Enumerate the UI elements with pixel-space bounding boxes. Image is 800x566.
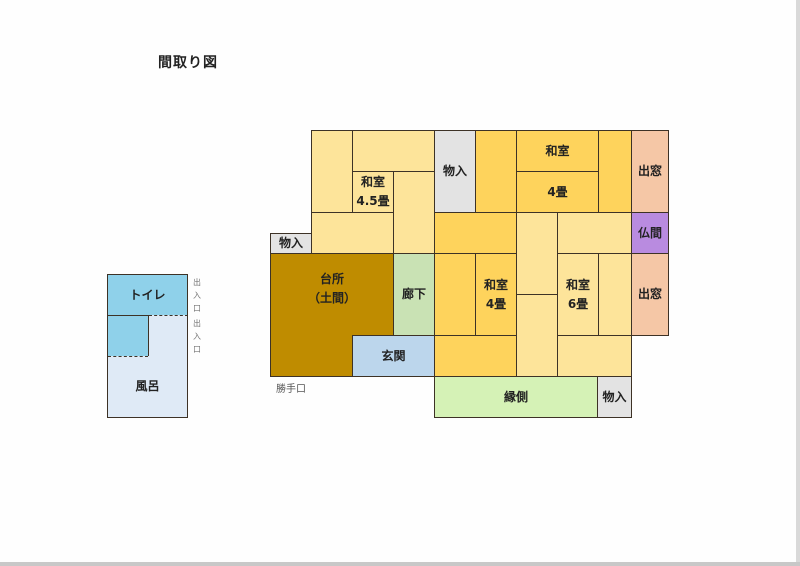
tatami-mat [311, 212, 394, 254]
room-washitsu-4-top-size: 4畳 [516, 171, 599, 213]
door-line [108, 356, 148, 357]
room-butsuma: 仏間 [631, 212, 669, 254]
room-closet-left: 物入 [270, 233, 312, 254]
page-title: 間取り図 [158, 55, 218, 71]
room-washitsu-6: 和室 6畳 [557, 253, 599, 336]
room-bay-window-top: 出窓 [631, 130, 669, 213]
label-back-door: 勝手口 [276, 384, 306, 395]
page-edge [0, 562, 800, 566]
room-closet-bottom: 物入 [597, 376, 632, 418]
room-washitsu-4-mid: 和室 4畳 [475, 253, 517, 336]
annex-toilet-space [107, 315, 149, 357]
label-entrance-1: 出 入 口 [193, 278, 201, 313]
tatami-mat [393, 171, 435, 254]
room-bath: 風呂 [107, 356, 188, 418]
room-corridor: 廊下 [393, 253, 435, 336]
page-edge [796, 0, 800, 566]
tatami-mat [598, 253, 632, 336]
tatami-mat [311, 130, 353, 213]
room-washitsu-4-5: 和室 4.5畳 [352, 171, 394, 213]
tatami-mat [557, 335, 632, 377]
room-entrance: 玄関 [352, 335, 435, 377]
tatami-mat [557, 212, 632, 254]
tatami-mat [598, 130, 632, 213]
label-entrance-2: 出 入 口 [193, 319, 201, 354]
room-toilet: トイレ [107, 274, 188, 316]
annex-passage [148, 315, 188, 357]
tatami-mat [352, 130, 435, 172]
room-washitsu-4-top-name: 和室 [516, 130, 599, 172]
tatami-mat [516, 294, 558, 377]
tatami-mat [434, 335, 517, 377]
door-line [108, 315, 148, 316]
tatami-mat [475, 130, 517, 213]
room-bay-window-bottom: 出窓 [631, 253, 669, 336]
tatami-mat [434, 253, 476, 336]
tatami-mat [516, 212, 558, 295]
room-veranda: 縁側 [434, 376, 598, 418]
tatami-mat [434, 212, 517, 254]
door-line [149, 315, 188, 316]
room-closet-top: 物入 [434, 130, 476, 213]
